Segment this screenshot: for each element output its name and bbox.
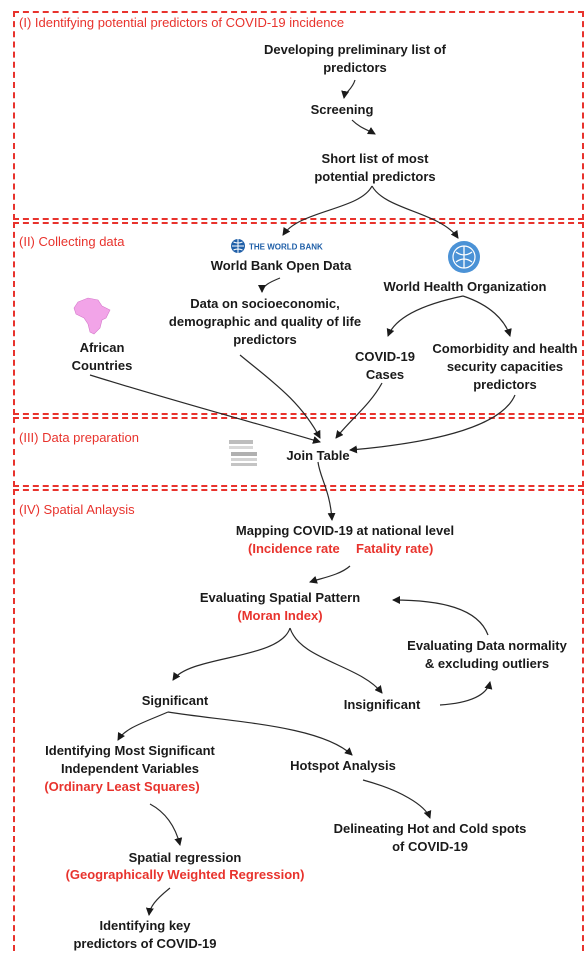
node-identifying-key-predictors: Identifying key predictors of COVID-19: [45, 917, 245, 953]
arrow-who-covid: [386, 295, 464, 337]
node-socioeconomic-data: Data on socioeconomic, demographic and q…: [155, 295, 375, 349]
node-comorbidity: Comorbidity and health security capaciti…: [420, 340, 586, 394]
node-moran-index: (Moran Index): [237, 608, 323, 623]
arrow-insignificant-normality: [439, 681, 493, 706]
world-bank-logo: THE WORLD BANK: [231, 239, 323, 253]
arrow-normality-eval: [392, 596, 489, 636]
node-preliminary-list-line1: Developing preliminary list of: [263, 42, 447, 57]
node-incidence-rate: (Incidence rate: [248, 541, 340, 556]
arrow-african-join: [89, 374, 321, 444]
arrow-short-who: [371, 185, 459, 239]
node-preliminary-list-line2: predictors: [323, 60, 387, 75]
node-short-list-line2: potential predictors: [314, 169, 436, 184]
node-evaluating-normality: Evaluating Data normality & excluding ou…: [392, 637, 582, 673]
panel-collecting-data: [13, 222, 584, 415]
node-ident-line2: Independent Variables: [61, 761, 199, 776]
node-covid-cases: COVID-19 Cases: [340, 348, 430, 384]
who-logo: [448, 241, 480, 273]
node-african-line1: African: [79, 340, 125, 355]
node-delineating-spots: Delineating Hot and Cold spots of COVID-…: [310, 820, 550, 856]
node-short-list-line1: Short list of most: [321, 151, 429, 166]
arrow-screening-short: [351, 119, 376, 135]
node-insignificant: Insignificant: [343, 697, 421, 712]
node-short-list: Short list of most potential predictors: [285, 150, 465, 186]
arrow-spatial-key: [145, 887, 171, 916]
arrow-socio-join: [239, 354, 321, 439]
arrow-worldbank-socio: [258, 277, 281, 293]
arrow-hotspot-delineating: [362, 779, 432, 819]
node-covid-line1: COVID-19: [355, 349, 415, 364]
node-join-table: Join Table: [286, 448, 350, 463]
node-screening: Screening: [310, 102, 374, 117]
arrow-significant-hotspot: [167, 711, 353, 756]
node-delin-line1: Delineating Hot and Cold spots: [333, 821, 527, 836]
node-who: World Health Organization: [383, 279, 547, 294]
node-comorb-line3: predictors: [473, 377, 537, 392]
africa-map-icon: [73, 297, 111, 335]
arrow-comorbidity-join: [349, 394, 516, 454]
arrow-prelim-screening: [341, 79, 356, 99]
node-evaluating-spatial: Evaluating Spatial Pattern: [199, 590, 361, 605]
panel-spatial-analysis: [13, 489, 584, 951]
arrow-eval-significant: [172, 627, 291, 681]
node-mapping-covid: Mapping COVID-19 at national level: [235, 523, 455, 538]
panel-identifying-predictors: [13, 11, 584, 220]
node-ols: (Ordinary Least Squares): [44, 779, 200, 794]
node-world-bank-open-data: World Bank Open Data: [210, 258, 352, 273]
node-preliminary-list: Developing preliminary list of predictor…: [220, 41, 490, 77]
panel-title-3: (III) Data preparation: [19, 430, 139, 445]
node-ident-line1: Identifying Most Significant: [45, 743, 215, 758]
node-socio-line3: predictors: [233, 332, 297, 347]
node-hotspot-analysis: Hotspot Analysis: [290, 758, 396, 773]
panel-title-4: (IV) Spatial Anlaysis: [19, 502, 135, 517]
node-comorb-line2: security capacities: [446, 359, 564, 374]
node-spatial-regression: Spatial regression: [128, 850, 242, 865]
node-comorb-line1: Comorbidity and health: [432, 341, 578, 356]
arrow-significant-identifying: [117, 711, 169, 741]
node-key-line1: Identifying key: [99, 918, 191, 933]
node-normality-line2: & excluding outliers: [424, 656, 550, 671]
arrow-short-worldbank: [282, 185, 373, 236]
node-key-line2: predictors of COVID-19: [73, 936, 217, 951]
node-socio-line2: demographic and quality of life: [168, 314, 362, 329]
panel-data-preparation: [13, 417, 584, 487]
world-bank-logo-text: THE WORLD BANK: [249, 243, 323, 252]
node-african-countries: African Countries: [42, 339, 162, 375]
arrow-eval-insignificant: [289, 627, 383, 694]
table-icon: [229, 440, 257, 466]
node-delin-line2: of COVID-19: [392, 839, 468, 854]
node-african-line2: Countries: [71, 358, 133, 373]
node-normality-line1: Evaluating Data normality: [407, 638, 567, 653]
arrow-identifying-spatial: [149, 803, 183, 846]
arrow-who-comorbidity: [462, 295, 512, 337]
node-gwr: (Geographically Weighted Regression): [65, 867, 305, 882]
panel-title-1: (I) Identifying potential predictors of …: [19, 15, 345, 30]
node-significant: Significant: [141, 693, 209, 708]
node-fatality-rate: Fatality rate): [356, 541, 434, 556]
arrow-mapping-eval: [309, 565, 351, 584]
panel-title-2: (II) Collecting data: [19, 234, 125, 249]
node-identifying-variables: Identifying Most Significant Independent…: [10, 742, 250, 778]
arrow-join-mapping: [317, 461, 336, 521]
node-socio-line1: Data on socioeconomic,: [190, 296, 340, 311]
arrow-covid-join: [335, 382, 383, 439]
node-covid-line2: Cases: [365, 367, 405, 382]
